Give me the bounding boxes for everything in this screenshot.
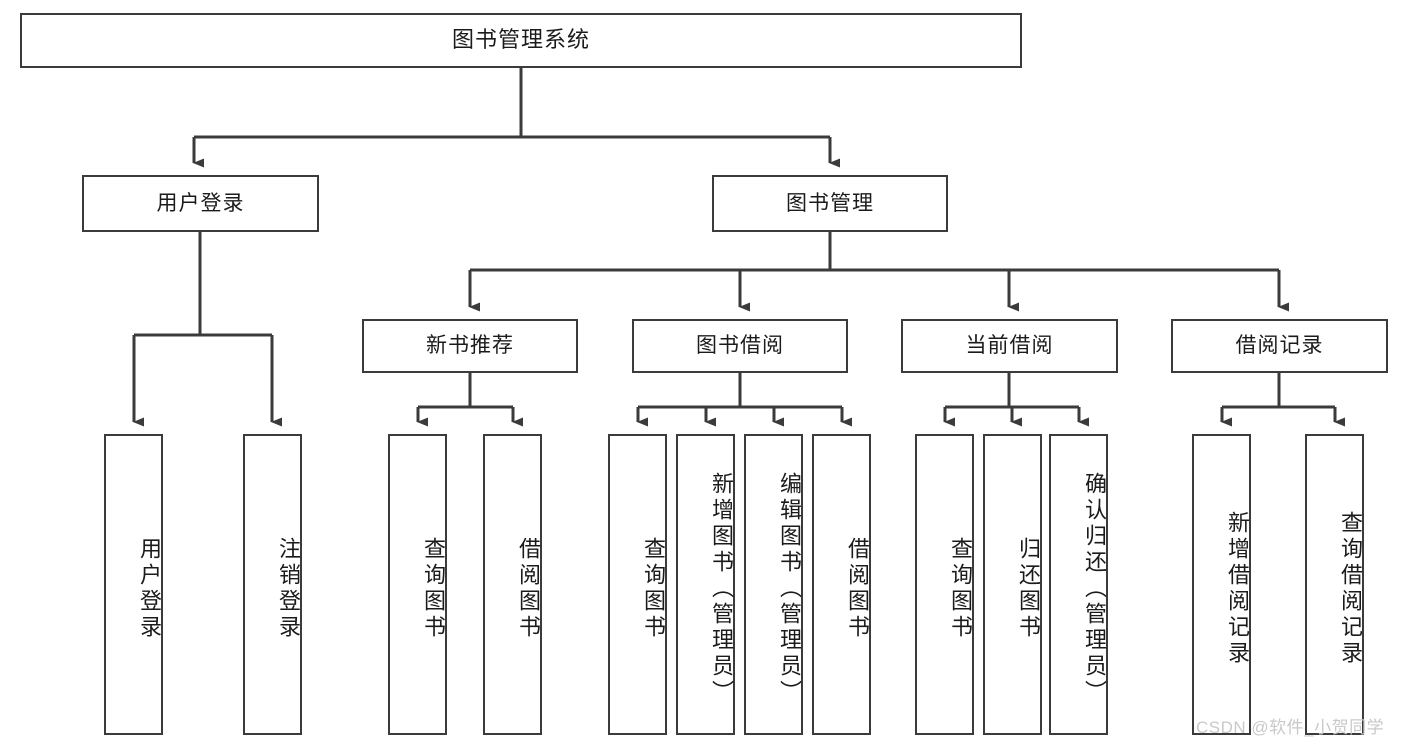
node-leaf-user-login-label: 用户登录 <box>137 536 162 641</box>
node-leaf-edit-book[interactable]: 编辑图书（管理员） <box>744 434 803 735</box>
node-book-borrow[interactable]: 图书借阅 <box>632 319 848 373</box>
node-leaf-confirm-return-label: 确认归还（管理员） <box>1082 471 1107 706</box>
edge-root-to-level2 <box>192 68 840 168</box>
node-leaf-logout[interactable]: 注销登录 <box>243 434 302 735</box>
edge-borrowrecord-to-leaves <box>1220 373 1345 427</box>
edge-bookborrow-to-leaves <box>636 373 852 427</box>
node-leaf-query-book-1-label: 查询图书 <box>421 536 446 641</box>
node-leaf-borrow-book-2[interactable]: 借阅图书 <box>812 434 871 735</box>
edge-currentborrow-to-leaves <box>943 373 1089 427</box>
node-borrow-record[interactable]: 借阅记录 <box>1171 319 1388 373</box>
node-leaf-query-book-3[interactable]: 查询图书 <box>915 434 974 735</box>
node-leaf-query-book-3-label: 查询图书 <box>948 536 973 641</box>
node-leaf-query-book-2-label: 查询图书 <box>641 536 666 641</box>
node-leaf-add-book-label: 新增图书（管理员） <box>709 471 734 706</box>
edge-newbook-to-leaves <box>416 373 523 427</box>
node-leaf-user-login[interactable]: 用户登录 <box>104 434 163 735</box>
node-leaf-return-book[interactable]: 归还图书 <box>983 434 1042 735</box>
node-leaf-query-record-label: 查询借阅记录 <box>1338 510 1363 667</box>
node-borrow-record-label: 借阅记录 <box>1235 334 1324 358</box>
node-user-login[interactable]: 用户登录 <box>82 175 319 232</box>
edge-bookmanage-to-level3 <box>468 232 1289 312</box>
node-leaf-query-record[interactable]: 查询借阅记录 <box>1305 434 1364 735</box>
node-leaf-borrow-book-1[interactable]: 借阅图书 <box>483 434 542 735</box>
edge-userlogin-to-leaves <box>132 232 282 427</box>
node-leaf-edit-book-label: 编辑图书（管理员） <box>777 471 802 706</box>
csdn-watermark: CSDN @软件_小贺同学 <box>1196 718 1385 737</box>
node-root[interactable]: 图书管理系统 <box>20 13 1022 68</box>
node-leaf-add-record-label: 新增借阅记录 <box>1225 510 1250 667</box>
node-user-login-label: 用户登录 <box>156 191 245 215</box>
node-book-manage[interactable]: 图书管理 <box>712 175 948 232</box>
node-book-borrow-label: 图书借阅 <box>696 334 784 358</box>
node-book-manage-label: 图书管理 <box>786 191 874 215</box>
node-leaf-return-book-label: 归还图书 <box>1016 536 1041 641</box>
node-leaf-borrow-book-2-label: 借阅图书 <box>845 536 870 641</box>
node-new-book-recommend-label: 新书推荐 <box>426 334 514 358</box>
node-current-borrow-label: 当前借阅 <box>965 334 1054 358</box>
node-leaf-add-book[interactable]: 新增图书（管理员） <box>676 434 735 735</box>
node-leaf-confirm-return[interactable]: 确认归还（管理员） <box>1049 434 1108 735</box>
node-new-book-recommend[interactable]: 新书推荐 <box>362 319 578 373</box>
node-leaf-logout-label: 注销登录 <box>276 536 301 641</box>
node-root-label: 图书管理系统 <box>451 27 590 53</box>
node-leaf-add-record[interactable]: 新增借阅记录 <box>1192 434 1251 735</box>
node-leaf-borrow-book-1-label: 借阅图书 <box>516 536 541 641</box>
node-current-borrow[interactable]: 当前借阅 <box>901 319 1118 373</box>
node-leaf-query-book-2[interactable]: 查询图书 <box>608 434 667 735</box>
node-leaf-query-book-1[interactable]: 查询图书 <box>388 434 447 735</box>
